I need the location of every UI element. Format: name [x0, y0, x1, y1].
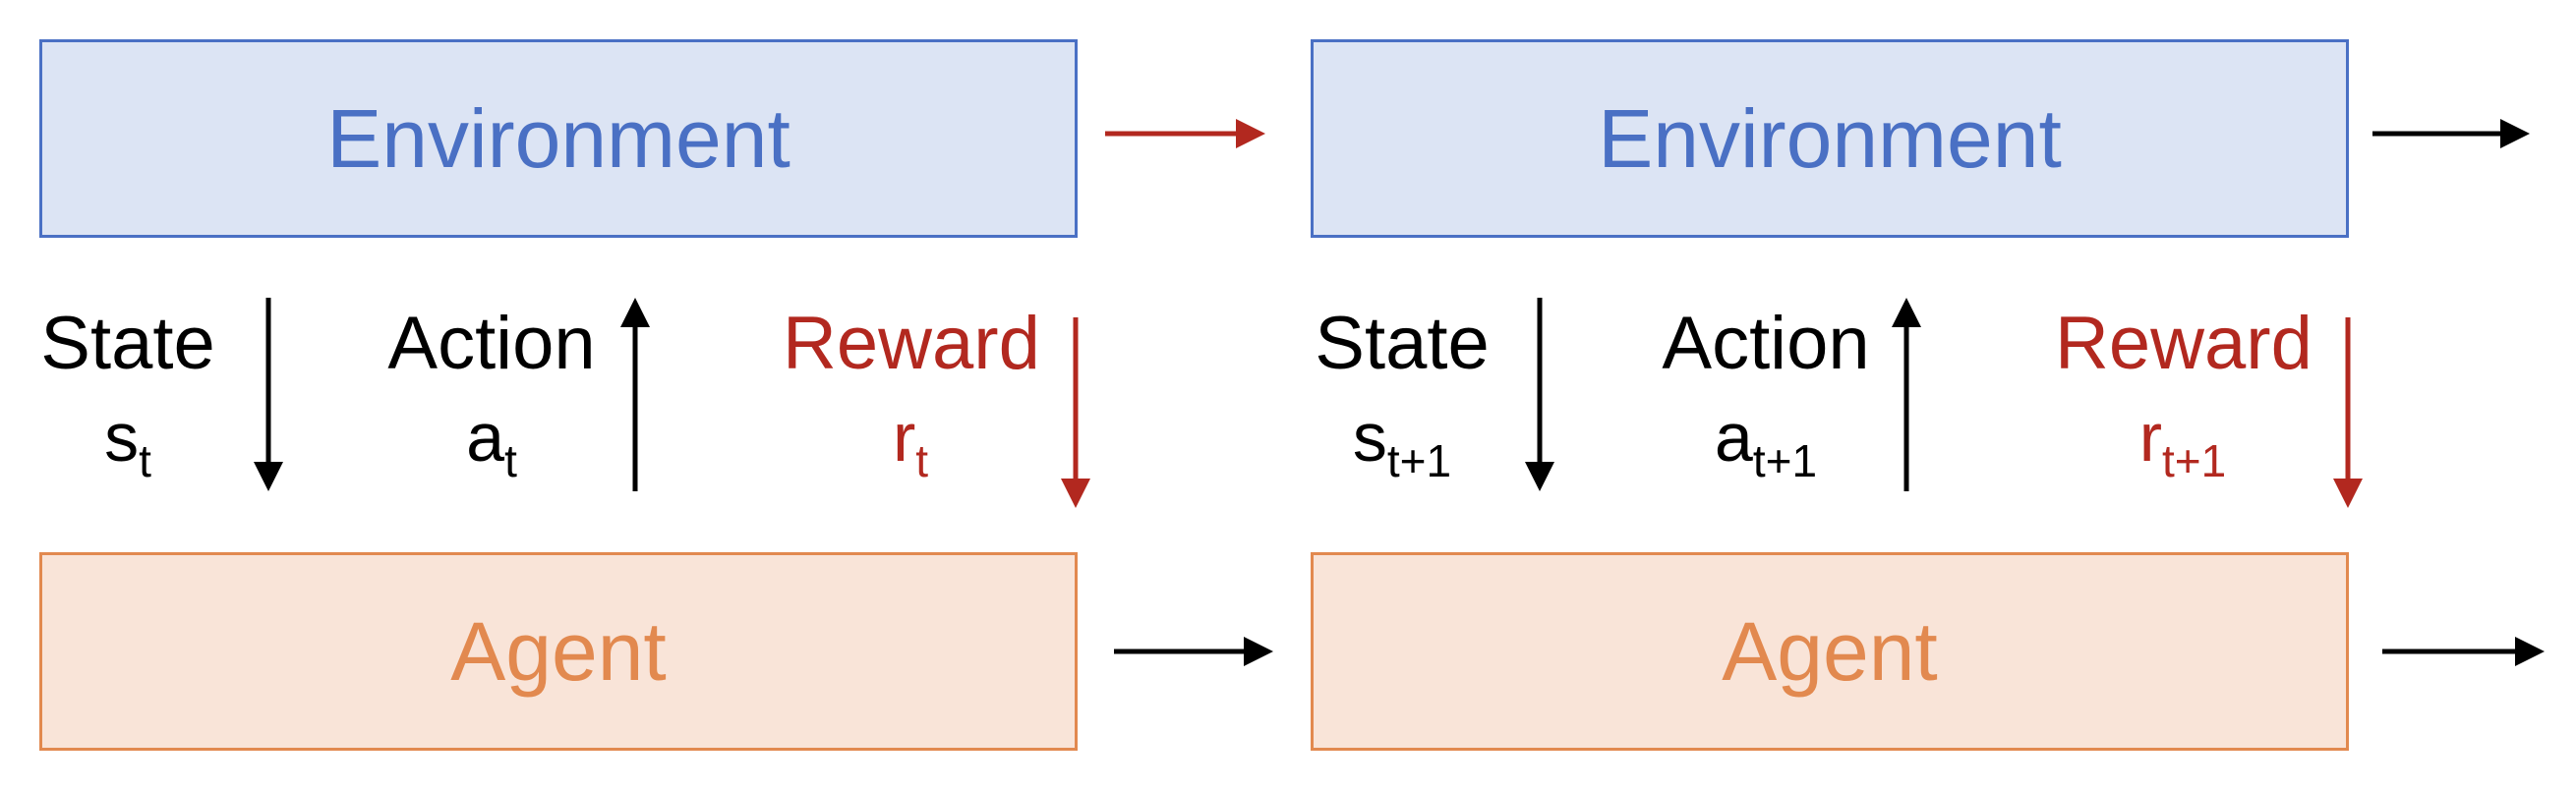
action-label-step-1: Action at — [364, 302, 619, 486]
state-label-step-2: State st+1 — [1274, 302, 1530, 486]
state-symbol: st+1 — [1352, 399, 1452, 486]
action-word: Action — [387, 302, 596, 385]
state-word: State — [1315, 302, 1490, 385]
reward-word: Reward — [2055, 302, 2313, 385]
environment-box-step-1: Environment — [39, 39, 1078, 238]
environment-box-step-2: Environment — [1311, 39, 2349, 238]
reward-label-step-2: Reward rt+1 — [2055, 302, 2313, 486]
reward-symbol: rt+1 — [2138, 399, 2227, 486]
action-label-step-2: Action at+1 — [1638, 302, 1894, 486]
action-symbol: at — [466, 399, 517, 486]
action-word: Action — [1662, 302, 1870, 385]
environment-label: Environment — [326, 92, 790, 185]
agent-box-step-1: Agent — [39, 552, 1078, 751]
agent-label: Agent — [450, 605, 667, 698]
state-symbol: st — [104, 399, 151, 486]
reward-label-step-1: Reward rt — [783, 302, 1040, 486]
agent-box-step-2: Agent — [1311, 552, 2349, 751]
reward-word: Reward — [783, 302, 1040, 385]
agent-label: Agent — [1722, 605, 1938, 698]
state-word: State — [40, 302, 215, 385]
state-label-step-1: State st — [0, 302, 256, 486]
reward-symbol: rt — [892, 399, 929, 486]
action-symbol: at+1 — [1714, 399, 1818, 486]
environment-label: Environment — [1598, 92, 2062, 185]
